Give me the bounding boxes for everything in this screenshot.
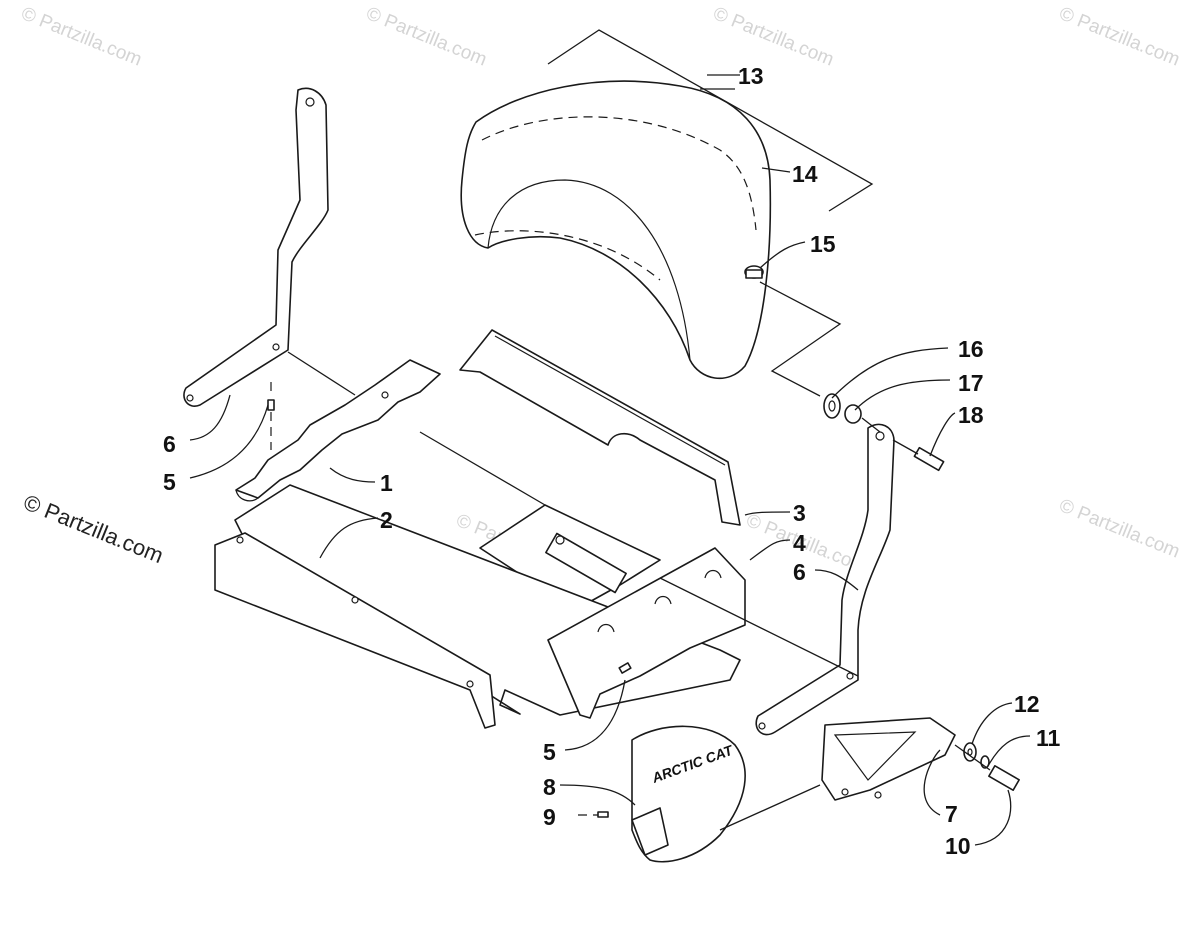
callout-2: 2 bbox=[380, 507, 393, 533]
callout-1: 1 bbox=[380, 470, 393, 496]
callout-13: 13 bbox=[738, 63, 764, 89]
screw-lower bbox=[618, 662, 632, 674]
screw-9 bbox=[578, 811, 609, 818]
left-upright-bracket bbox=[183, 87, 329, 407]
side-plate: ARCTIC CAT bbox=[631, 725, 746, 863]
front-hook-brackets bbox=[235, 359, 441, 502]
callout-18: 18 bbox=[958, 402, 984, 428]
center-hinge-plate bbox=[479, 504, 661, 611]
callout-17: 17 bbox=[958, 370, 984, 396]
bolt-18 bbox=[913, 446, 945, 472]
callout-10: 10 bbox=[945, 833, 971, 859]
leader-lines bbox=[189, 74, 1031, 846]
watermark: © Partzilla.com bbox=[1056, 495, 1183, 562]
watermark: © Partzilla.com bbox=[18, 3, 145, 70]
callout-7: 7 bbox=[945, 801, 958, 827]
callout-12: 12 bbox=[1014, 691, 1040, 717]
callout-5-lower: 5 bbox=[543, 739, 556, 765]
callout-16: 16 bbox=[958, 336, 984, 362]
right-upright-bracket bbox=[755, 423, 895, 736]
callout-3: 3 bbox=[793, 500, 806, 526]
spacer-17 bbox=[844, 404, 862, 424]
backrest-stud bbox=[744, 265, 764, 279]
callout-6-right: 6 bbox=[793, 559, 806, 585]
watermark: © Partzilla.com bbox=[1056, 3, 1183, 70]
callout-4: 4 bbox=[793, 530, 806, 556]
backrest-cushion bbox=[460, 80, 772, 380]
gusset-plate bbox=[821, 717, 956, 801]
rear-crossbar bbox=[459, 329, 741, 526]
callouts: 13 14 15 16 17 18 6 5 1 2 3 4 6 5 8 9 12… bbox=[163, 63, 1061, 859]
callout-5-left: 5 bbox=[163, 469, 176, 495]
front-panel bbox=[214, 532, 496, 729]
callout-6-left: 6 bbox=[163, 431, 176, 457]
callout-15: 15 bbox=[810, 231, 836, 257]
washer-16 bbox=[823, 393, 841, 419]
screw-left bbox=[267, 382, 275, 450]
bolt-10 bbox=[988, 765, 1020, 791]
callout-8: 8 bbox=[543, 774, 556, 800]
assembly-lines bbox=[287, 351, 991, 831]
copyright-credit: © Partzilla.com bbox=[20, 489, 167, 568]
watermark: © Partzilla.com bbox=[363, 3, 490, 70]
callout-11: 11 bbox=[1036, 725, 1061, 751]
watermark: © Partzilla.com bbox=[710, 3, 837, 70]
lower-hook-bracket bbox=[547, 547, 746, 719]
callout-9: 9 bbox=[543, 804, 556, 830]
callout-14: 14 bbox=[792, 161, 818, 187]
